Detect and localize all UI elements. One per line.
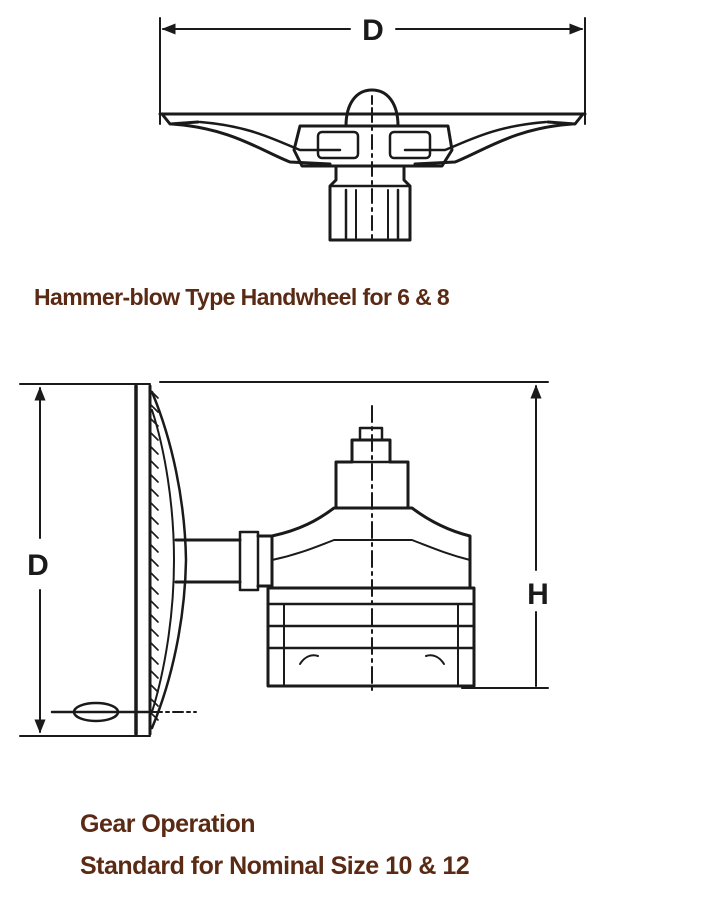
- dimension-label-d-vertical: D: [27, 549, 49, 582]
- dimension-d-vertical: [19, 383, 151, 737]
- handwheel-drawing: [158, 17, 587, 242]
- wheel-hub: [292, 124, 454, 168]
- dimension-label-h: H: [527, 578, 549, 611]
- gear-operation-drawing: [19, 381, 549, 737]
- dimension-h-vertical: [159, 381, 549, 689]
- hub-cap: [344, 88, 400, 128]
- handwheel-side: [134, 384, 188, 736]
- dimension-d-top: [159, 17, 586, 125]
- gear-operation-caption: Gear Operation Standard for Nominal Size…: [80, 803, 470, 887]
- gear-operation-title: Gear Operation: [80, 810, 256, 838]
- handwheel-caption: Hammer-blow Type Handwheel for 6 & 8: [34, 284, 450, 310]
- handle-knob: [50, 701, 197, 723]
- dimension-label-d-top: D: [362, 14, 384, 47]
- wheel-spokes: [170, 122, 574, 166]
- wheel-shaft: [328, 166, 412, 242]
- gear-operation-subtitle: Standard for Nominal Size 10 & 12: [80, 852, 470, 880]
- input-shaft: [174, 530, 274, 592]
